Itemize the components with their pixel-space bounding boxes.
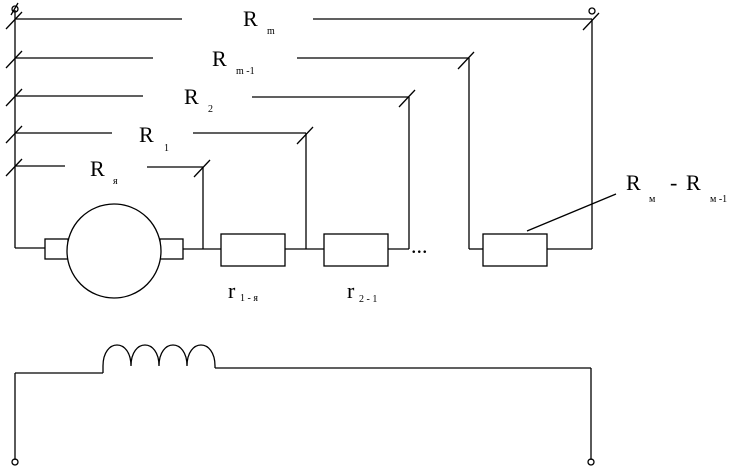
terminal-bottom-left <box>11 458 19 466</box>
label-rm1: R m -1 <box>212 46 255 77</box>
resistor-rm-rm1 <box>482 233 548 267</box>
terminal-top-left <box>11 5 19 13</box>
label-r2: R 2 <box>184 84 213 115</box>
bypass-line-rm1 <box>5 50 475 70</box>
bypass-line-r1 <box>5 125 314 145</box>
terminal-top-right <box>588 7 596 15</box>
bypass-line-rya <box>5 158 211 178</box>
terminal-bottom-right <box>587 458 595 466</box>
label-rm: R m <box>243 6 275 37</box>
label-rya: R я <box>90 156 118 187</box>
ellipsis: ... <box>411 233 428 258</box>
label-r1: R 1 <box>139 122 169 154</box>
bypass-line-rm <box>5 11 600 31</box>
resistor-r1-ya <box>220 233 286 267</box>
field-winding <box>11 344 595 466</box>
resistor-r2-1 <box>323 233 389 267</box>
bypass-line-r2 <box>5 88 416 108</box>
label-r2-1: r 2 - 1 <box>347 278 377 305</box>
label-rm-minus-rm1: R м - R м -1 <box>626 170 727 206</box>
label-r1-ya: r 1 - я <box>228 278 258 304</box>
motor-armature <box>44 203 184 299</box>
leader-line <box>526 193 617 232</box>
